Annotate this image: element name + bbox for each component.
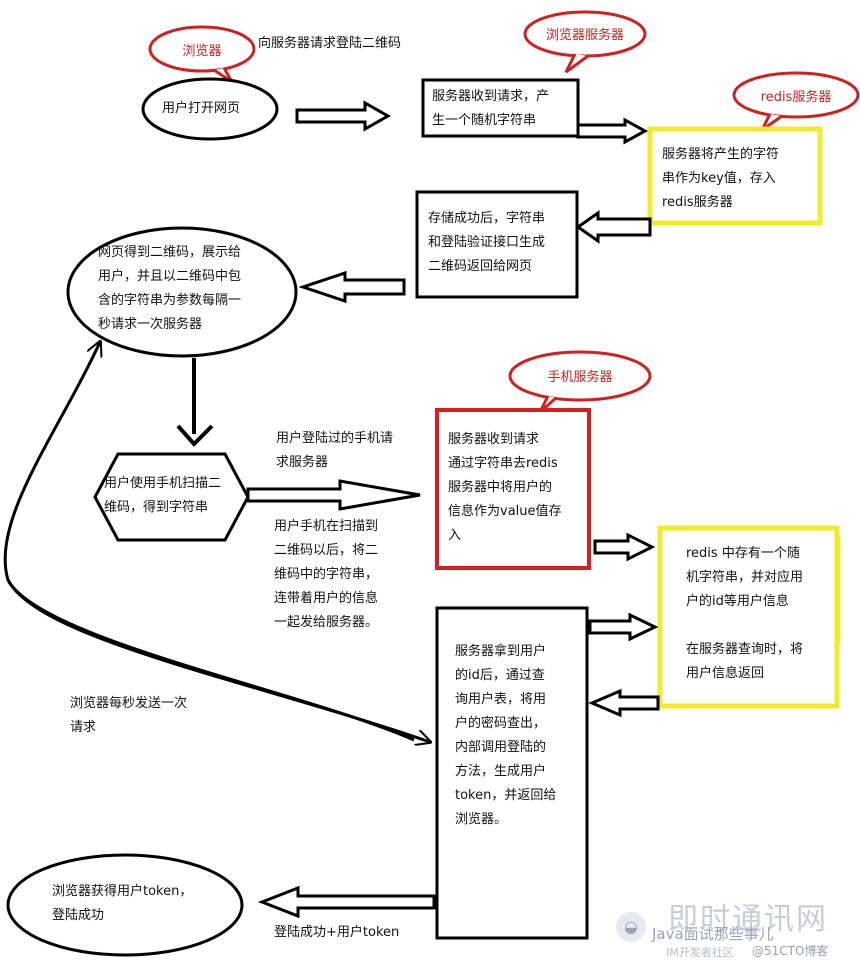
node-server-get-id: 服务器拿到用户 的id后，通过查 询用户表，将用 户的密码查出， 内部调用登陆的… [455,644,557,827]
node-page-show-qr: 网页得到二维码，展示给 用户，并且以二维码中包 含的字符串为参数每隔一 秒请求一… [98,245,242,332]
arrow-server-to-redis [576,117,649,145]
cloud-redis-server [732,71,860,132]
node-server-receive: 服务器收到请求，产 生一个随机字符串 [432,89,550,128]
label-login-token: 登陆成功+用户token [274,925,400,940]
watermark-sub: IM开发者社区 [666,946,734,959]
arrow-page-to-scan [176,358,214,447]
node-server-receive-shape [421,78,580,138]
tag-redis-server: redis服务器 [760,90,832,105]
node-user-scan-shape [93,452,250,542]
node-redis-store: 服务器将产生的字符 串作为key值，存入 redis服务器 [662,147,780,210]
node-user-open-page-shape [141,77,279,141]
node-page-show-qr-shape [66,226,298,358]
label-poll-each-second: 浏览器每秒发送一次 请求 [70,696,188,735]
node-redis-store-shape [647,126,823,226]
node-redis-has: redis 中存有一个随 机字符串，并对应用 户的id等用户信息 在服务器查询时… [686,546,804,681]
tag-browser-server: 浏览器服务器 [545,28,624,43]
node-phone-server-process: 服务器收到请求 通过字符串去redis 服务器中将用户的 信息作为value值存… [448,432,562,543]
watermark-source: Java面试那些事儿 [652,925,774,943]
arrow-phone-server-to-redis [593,532,656,562]
arrow-open-to-server [295,100,392,132]
arrow-redis-to-success [575,210,652,244]
arrow-success-to-page [298,270,406,304]
tag-phone-server: 手机服务器 [547,370,613,385]
node-user-open-page: 用户打开网页 [162,101,241,116]
node-user-scan: 用户使用手机扫描二 维码，得到字符串 [104,476,222,515]
arrow-server-to-redis-query [588,612,659,642]
watermark-brand: 即时通讯网 [668,902,828,937]
node-browser-get-token: 浏览器获得用户token， 登陆成功 [52,884,193,923]
node-phone-server-shape [435,408,591,570]
cloud-browser-server [523,10,647,74]
node-server-get-id-shape [435,606,589,940]
cloud-phone-server [508,350,652,414]
node-browser-get-token-shape [6,853,244,957]
node-store-success-shape [415,190,579,299]
wechat-icon: ◒ [616,912,646,942]
arrow-server-to-browser-token [257,885,436,919]
label-request-qr: 向服务器请求登陆二维码 [258,36,402,51]
label-logged-phone: 用户登陆过的手机请 求服务器 [276,431,394,470]
watermark-site: @51CTO博客 [752,944,829,958]
arrow-redis-to-server-return [588,688,660,718]
node-store-success: 存储成功后，字符串 和登陆验证接口生成 二维码返回给网页 [428,211,546,274]
arrow-scan-to-phone-server [246,479,421,511]
tag-browser: 浏览器 [182,44,222,59]
label-scan-send: 用户手机在扫描到 二维码以后，将二 维码中的字符串， 连带着用户的信息 一起发给… [274,519,379,630]
arrow-poll-to-server [6,579,430,742]
